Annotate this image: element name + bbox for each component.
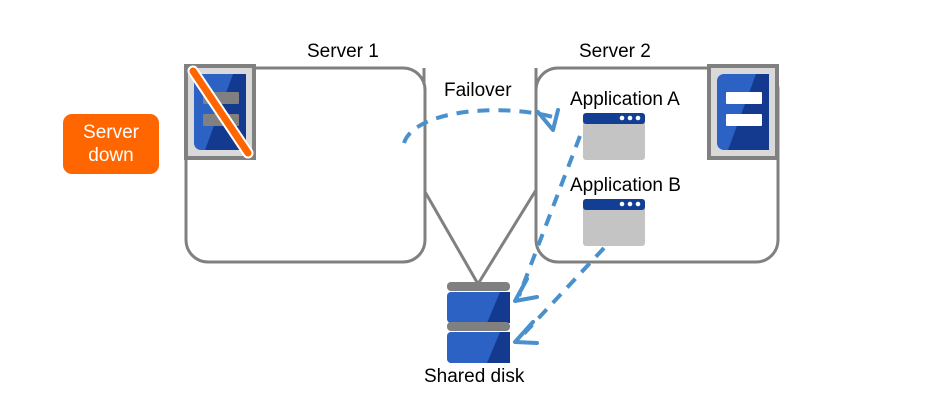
status-badge-line1: Server <box>83 122 139 143</box>
server2-disk-diagonal-line <box>476 189 538 285</box>
shared-disk-label: Shared disk <box>424 366 525 387</box>
server-active-icon <box>707 64 779 160</box>
server2-title: Server 2 <box>579 41 651 62</box>
application-window-icon-a <box>583 113 645 160</box>
status-badge-server-down: Server down <box>63 114 159 174</box>
failover-arrow <box>402 108 560 144</box>
application-b-label: Application B <box>570 175 681 196</box>
app-a-to-disk-arrow <box>513 135 582 303</box>
application-window-icon-b <box>583 199 645 246</box>
server-down-icon <box>184 64 256 160</box>
server1-disk-diagonal-line <box>422 189 480 285</box>
app-b-to-disk-arrow <box>513 246 606 345</box>
application-a-label: Application A <box>570 89 680 110</box>
status-badge-line2: down <box>88 145 134 166</box>
shared-disk-icon <box>447 282 510 363</box>
server1-title: Server 1 <box>307 41 379 62</box>
failover-label: Failover <box>444 80 512 101</box>
